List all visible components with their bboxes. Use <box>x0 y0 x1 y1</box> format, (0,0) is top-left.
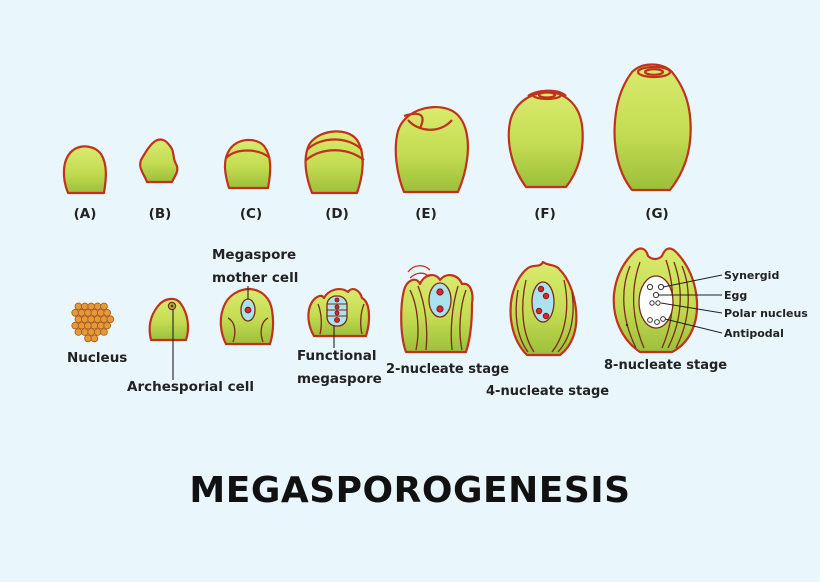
label-4-nucleate-stage: 4-nucleate stage <box>486 384 609 399</box>
cluster-cell <box>90 321 99 330</box>
cluster-cell <box>103 321 111 330</box>
cluster-cell <box>87 302 95 311</box>
label-2-nucleate-stage: 2-nucleate stage <box>386 362 509 377</box>
cluster-cell <box>97 321 105 330</box>
label-synergid: Synergid <box>724 269 779 282</box>
cluster-cell <box>100 315 108 324</box>
cluster-cell <box>81 328 89 336</box>
cluster-cell <box>87 315 95 324</box>
four-nucleate-embryo-sac <box>509 260 578 357</box>
egg-cell <box>652 291 660 299</box>
cluster-cell <box>100 302 108 311</box>
stage-g-ovule <box>613 63 692 192</box>
cluster-cell <box>93 328 102 336</box>
cluster-cell <box>77 321 86 330</box>
cluster-cell <box>103 308 111 317</box>
stage-letter-e: (E) <box>415 206 437 222</box>
stage-letter-b: (B) <box>149 206 172 222</box>
stage-e-ovule <box>394 105 469 194</box>
stage-letter-g: (G) <box>645 206 668 222</box>
label-functional-megaspore-1: Functional <box>297 348 376 364</box>
stage-letter-c: (C) <box>240 206 262 222</box>
cluster-cell <box>93 302 102 311</box>
cluster-cell <box>84 321 92 330</box>
diagram-title: MEGASPOROGENESIS <box>189 470 630 511</box>
label-polar-nucleus: Polar nucleus <box>724 307 808 320</box>
label-nucleus: Nucleus <box>67 350 127 366</box>
label-megaspore-mother-cell-1: Megaspore <box>212 247 296 263</box>
label-8-nucleate-stage: 8-nucleate stage <box>604 358 727 373</box>
cluster-cell <box>74 302 83 311</box>
archesporial-stage <box>148 297 190 380</box>
stage-f-ovule <box>507 89 584 189</box>
cluster-cell <box>81 315 89 324</box>
stage-a-primordium <box>62 145 107 195</box>
cluster-cell <box>84 334 92 343</box>
cluster-cell <box>106 315 115 324</box>
stage-d-ovule <box>304 130 365 195</box>
two-nucleate-embryo-sac <box>400 265 474 354</box>
antipodal-cell <box>647 317 653 323</box>
cluster-cell <box>87 328 95 336</box>
label-antipodal: Antipodal <box>724 327 784 340</box>
functional-megaspore-stage <box>307 288 371 348</box>
nucleus-cell-cluster <box>71 302 115 343</box>
stage-c-ovule <box>223 138 272 190</box>
cluster-cell <box>71 321 79 330</box>
cluster-cell <box>84 308 92 317</box>
cluster-cell <box>74 328 83 336</box>
cluster-cell <box>71 308 79 317</box>
label-functional-megaspore-2: megaspore <box>297 371 382 387</box>
cluster-cell <box>74 315 83 324</box>
label-egg: Egg <box>724 289 747 302</box>
stage-letter-f: (F) <box>534 206 556 222</box>
stage-b-primordium <box>139 138 179 184</box>
cluster-cell <box>97 308 105 317</box>
megaspore-mother-cell-stage <box>219 286 275 346</box>
label-archesporial-cell: Archesporial cell <box>127 379 254 395</box>
cluster-cell <box>77 308 86 317</box>
stage-letter-a: (A) <box>74 206 97 222</box>
polar-nucleus <box>649 300 655 306</box>
label-megaspore-mother-cell-2: mother cell <box>212 270 298 286</box>
stage-letter-d: (D) <box>325 206 349 222</box>
synergid-cell <box>646 283 654 291</box>
cluster-cell <box>81 302 89 311</box>
cluster-cell <box>100 328 108 336</box>
cluster-cell <box>90 334 99 343</box>
eight-nucleate-embryo-sac <box>612 247 723 354</box>
cluster-cell <box>93 315 102 324</box>
cluster-cell <box>90 308 99 317</box>
